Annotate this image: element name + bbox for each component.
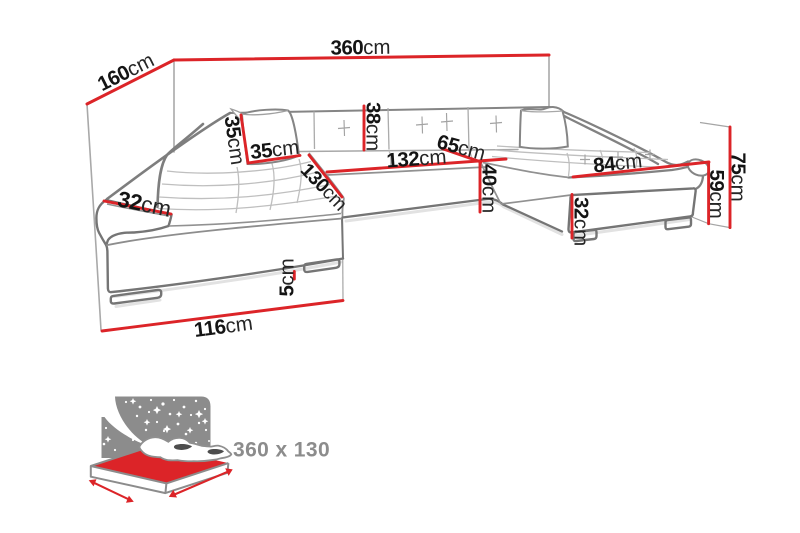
svg-text:35cm: 35cm bbox=[249, 136, 300, 164]
svg-text:360 x 130: 360 x 130 bbox=[233, 439, 330, 462]
svg-text:360cm: 360cm bbox=[330, 36, 390, 60]
svg-text:5cm: 5cm bbox=[276, 258, 299, 296]
svg-text:35cm: 35cm bbox=[220, 114, 250, 166]
svg-text:32cm: 32cm bbox=[570, 197, 593, 246]
svg-text:132cm: 132cm bbox=[386, 145, 448, 172]
svg-text:75cm: 75cm bbox=[727, 153, 750, 202]
svg-text:40cm: 40cm bbox=[478, 164, 501, 213]
svg-text:84cm: 84cm bbox=[592, 149, 643, 177]
svg-text:38cm: 38cm bbox=[362, 102, 385, 151]
svg-text:65cm: 65cm bbox=[435, 130, 488, 165]
svg-text:32cm: 32cm bbox=[115, 186, 173, 221]
svg-text:116cm: 116cm bbox=[193, 312, 254, 342]
svg-text:59cm: 59cm bbox=[705, 170, 728, 219]
